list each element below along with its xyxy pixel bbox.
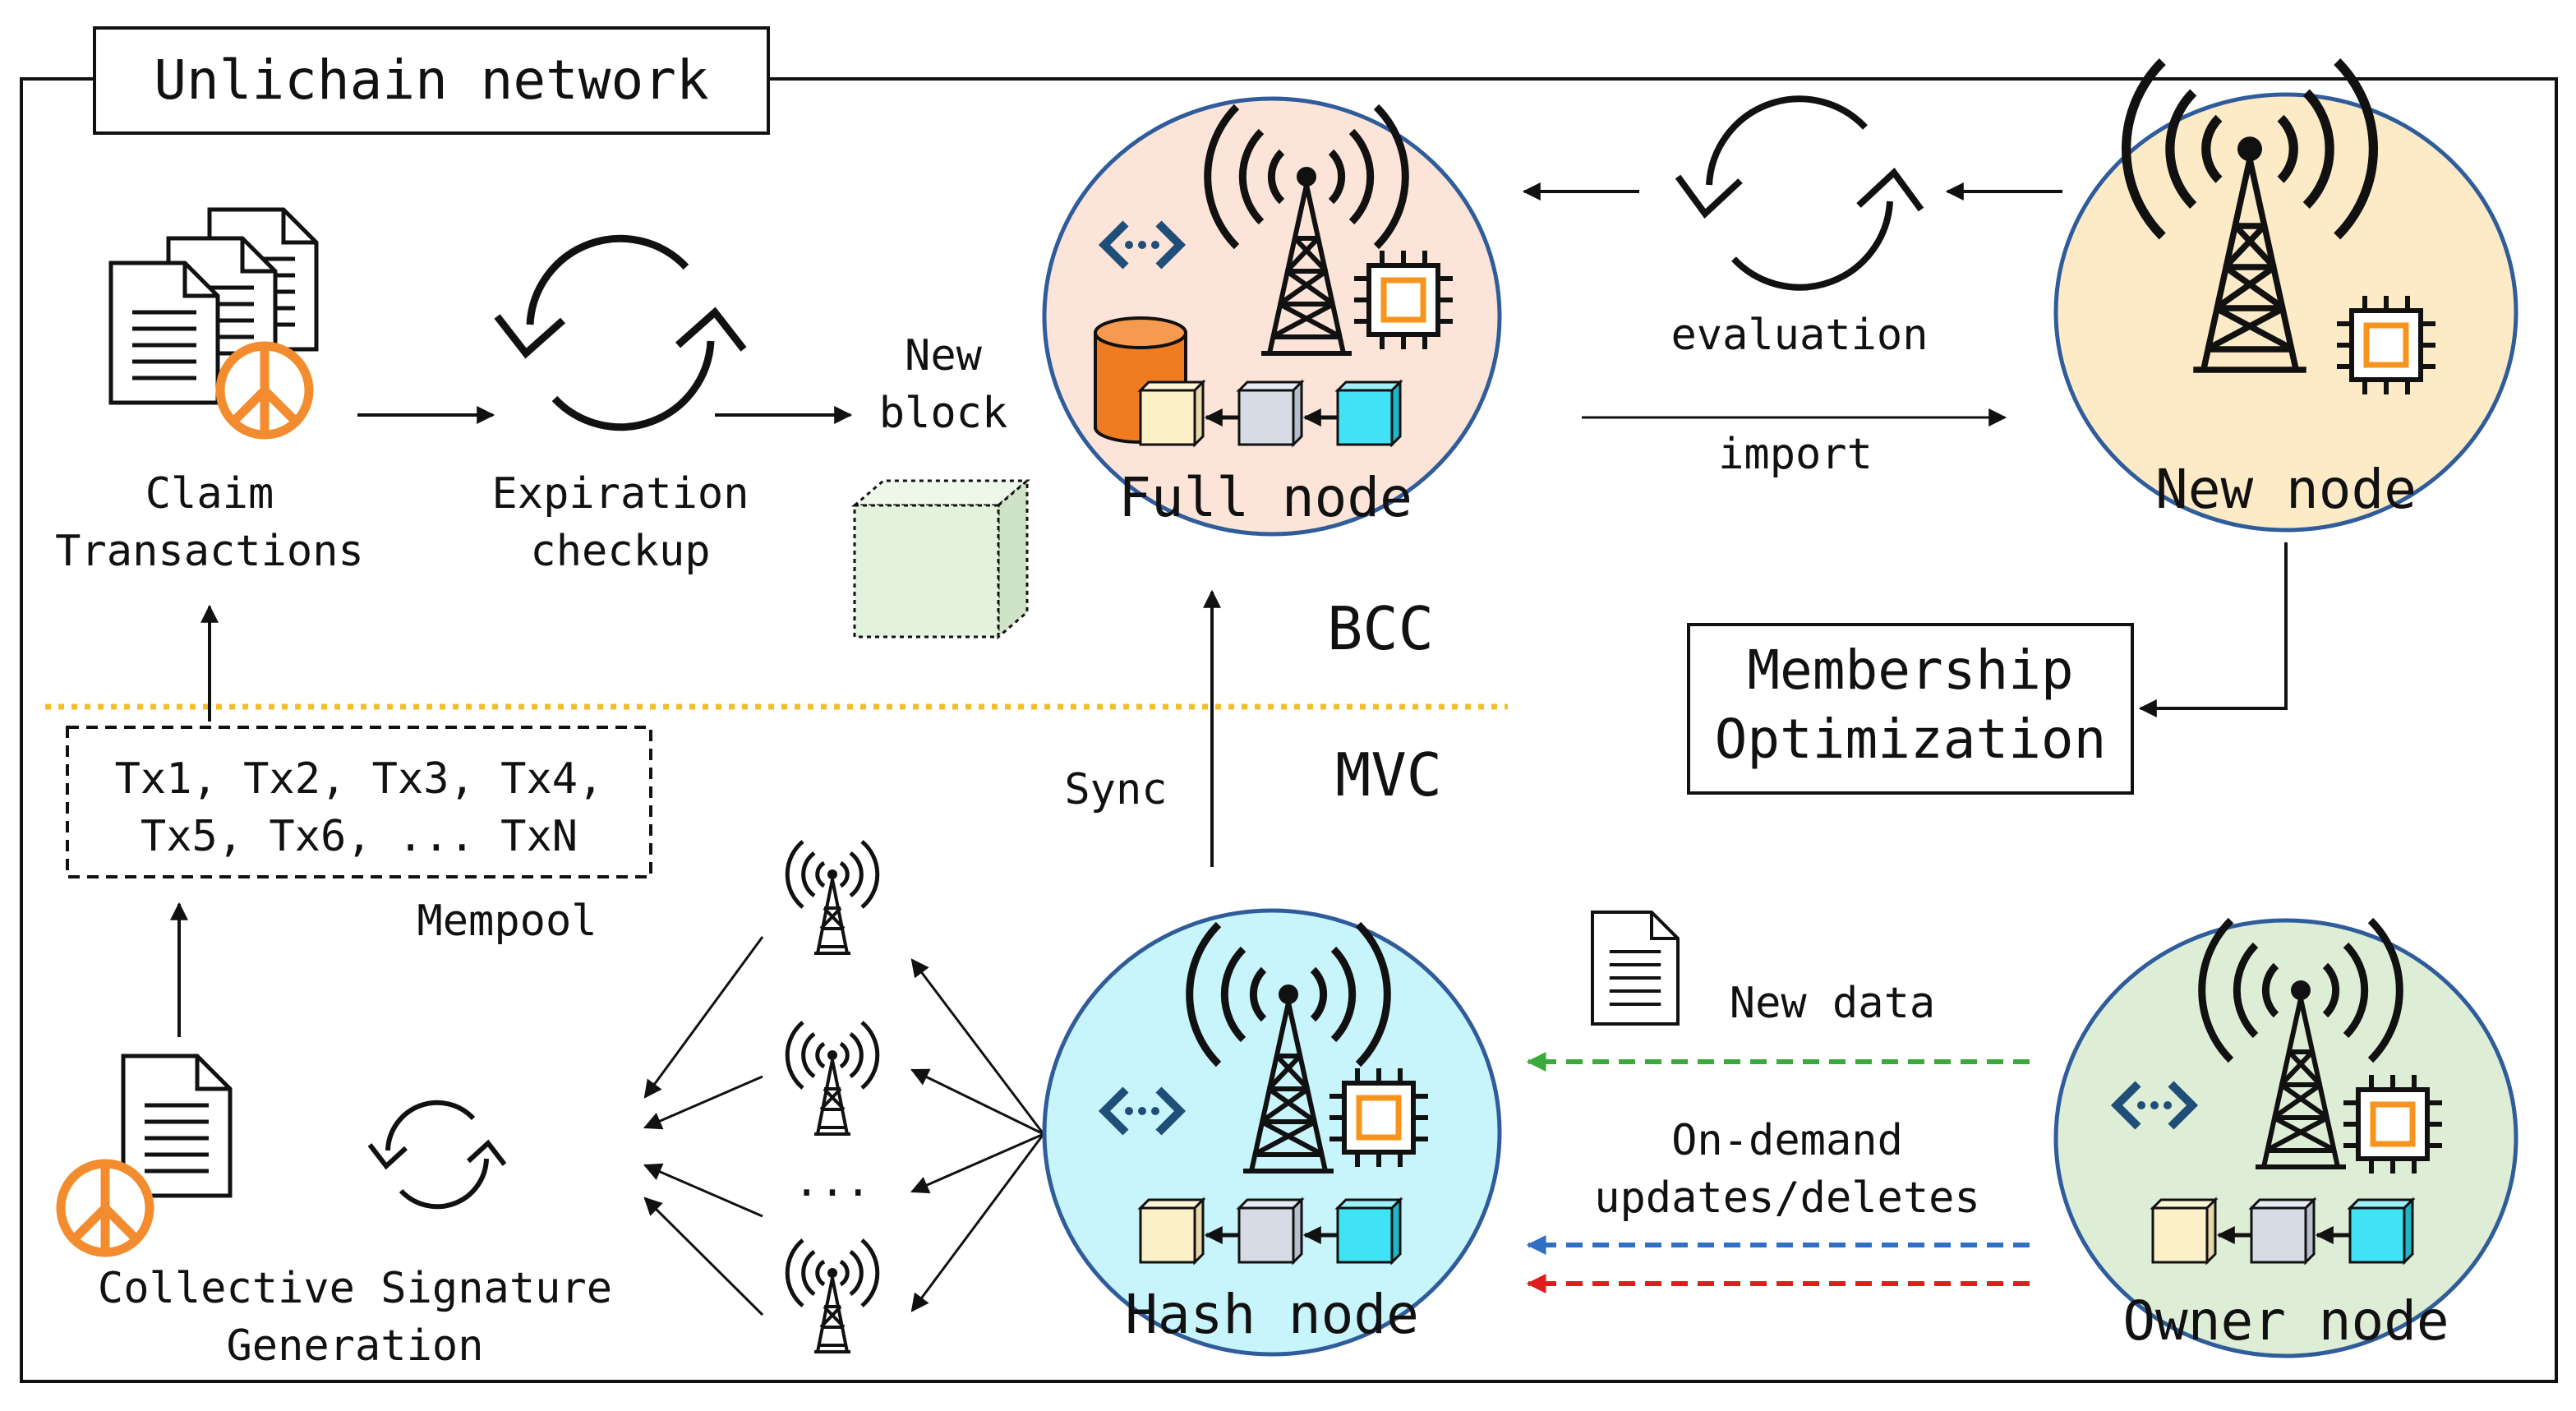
bcc-label: BCC — [1327, 594, 1434, 663]
peer-tower-1 — [787, 842, 878, 953]
mvc-label: MVC — [1335, 740, 1442, 809]
signature-label-line1: Collective Signature — [98, 1264, 612, 1313]
expiration-cycle-icon — [494, 234, 747, 431]
peer-tower-3 — [787, 1240, 878, 1352]
arrow-t3-left — [643, 1163, 763, 1218]
import-label: import — [1718, 430, 1873, 479]
network-title: Unlichain network — [154, 48, 709, 112]
peer-ellipsis: ... — [794, 1157, 871, 1206]
membership-label-line1: Membership — [1747, 639, 2073, 702]
expiration-label-line2: checkup — [530, 527, 710, 576]
sync-label: Sync — [1064, 765, 1167, 814]
arrow-hash-t1 — [910, 958, 1045, 1135]
on-demand-label-line2: updates/deletes — [1594, 1174, 1980, 1223]
mempool-line1: Tx1, Tx2, Tx3, Tx4, — [115, 754, 604, 804]
membership-label-line2: Optimization — [1715, 708, 2107, 771]
new-data-label: New data — [1730, 979, 1935, 1028]
owner-node-label: Owner node — [2122, 1289, 2449, 1353]
signature-label-line2: Generation — [226, 1321, 483, 1371]
full-node — [1042, 96, 1502, 537]
claim-label-line1: Claim — [145, 469, 274, 519]
arrow-newnode-to-membership — [2138, 542, 2288, 717]
mempool-box — [66, 726, 652, 878]
hash-node-label: Hash node — [1125, 1283, 1419, 1346]
peer-tower-2 — [787, 1022, 878, 1134]
network-frame — [20, 77, 2558, 1383]
new-block-cube — [850, 477, 1031, 640]
mempool-label: Mempool — [417, 897, 597, 946]
signature-doc-icon — [61, 1056, 230, 1252]
new-block-label-line1: New — [905, 331, 983, 380]
new-node-label: New node — [2155, 458, 2417, 521]
signature-cycle-icon — [367, 1100, 507, 1210]
on-demand-label-line1: On-demand — [1671, 1116, 1903, 1165]
new-block-label-line2: block — [879, 389, 1008, 438]
arrow-t4-left — [643, 1197, 764, 1316]
arrow-t2-left — [643, 1075, 763, 1130]
expiration-label-line1: Expiration — [491, 469, 749, 519]
claim-label-line2: Transactions — [55, 527, 364, 576]
arrow-hash-t2 — [910, 1068, 1044, 1136]
arrow-t1-left — [643, 936, 764, 1099]
full-node-label: Full node — [1118, 466, 1412, 529]
title-box — [93, 26, 770, 135]
arrow-hash-t4 — [910, 1133, 1045, 1312]
hash-node — [1042, 908, 1502, 1357]
new-node — [2053, 62, 2518, 533]
new-data-doc-icon — [1592, 912, 1678, 1024]
owner-node — [2053, 920, 2518, 1358]
evaluation-cycle-icon — [1675, 95, 1924, 291]
claim-transactions-icon — [111, 210, 316, 435]
evaluation-label: evaluation — [1670, 311, 1928, 360]
arrow-hash-t3 — [910, 1132, 1044, 1194]
mempool-line2: Tx5, Tx6, ... TxN — [141, 812, 578, 861]
membership-box — [1687, 623, 2134, 795]
